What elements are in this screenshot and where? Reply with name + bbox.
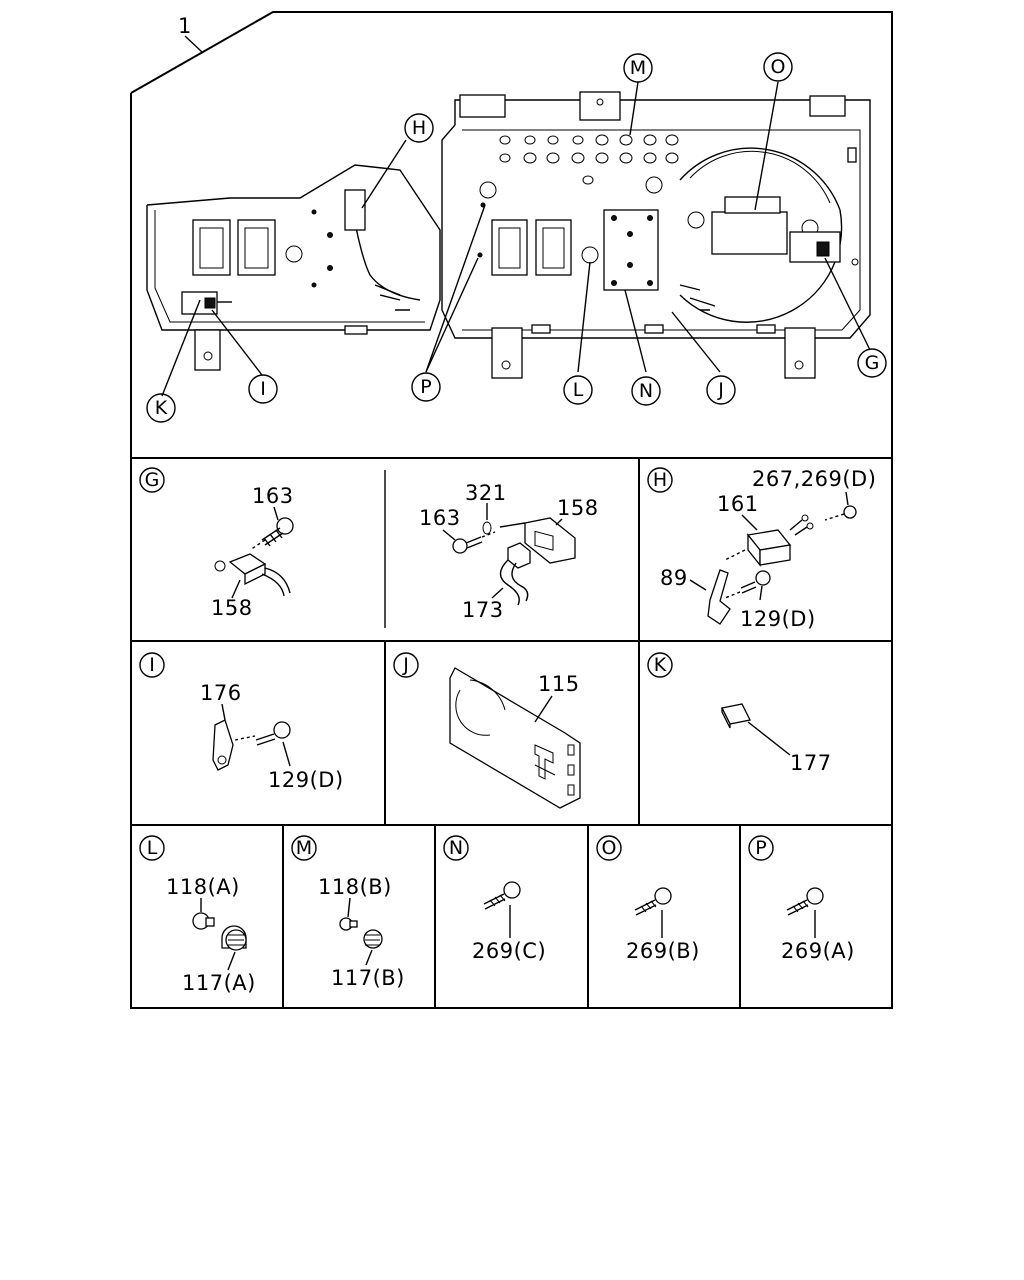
part-label: 177: [790, 751, 832, 775]
detail-panels-frame: [130, 457, 893, 1009]
svg-text:L: L: [573, 379, 584, 401]
main-assembly-frame: [130, 11, 893, 459]
part-label: 158: [557, 496, 599, 520]
part-label: 163: [252, 484, 294, 508]
main-callout-J: J: [706, 375, 736, 405]
main-callout-L: L: [563, 375, 593, 405]
svg-text:H: H: [412, 117, 426, 139]
right-meter-housing: [441, 91, 871, 379]
panel-H: H 267,269(D) 161 89 129(D): [647, 467, 876, 631]
svg-text:N: N: [639, 380, 653, 402]
panel-M-letter: M: [296, 837, 312, 859]
part-label: 269(C): [472, 939, 546, 963]
svg-text:O: O: [771, 56, 786, 78]
panel-K-letter: K: [654, 654, 667, 676]
panel-O-letter: O: [602, 837, 617, 859]
part-label: 89: [660, 566, 688, 590]
part-label: 117(A): [182, 971, 256, 995]
main-callout-M: M: [623, 53, 653, 83]
assembly-number-label: 1: [178, 14, 192, 38]
part-label: 117(B): [331, 966, 405, 990]
main-callout-G: G: [857, 348, 887, 378]
panel-H-letter: H: [653, 469, 667, 491]
part-label: 269(B): [626, 939, 700, 963]
part-label: 161: [717, 492, 759, 516]
main-callout-I: I: [248, 374, 278, 404]
part-label: 118(A): [166, 875, 240, 899]
main-callout-P: P: [411, 372, 441, 402]
panel-I-letter: I: [149, 654, 155, 676]
part-label: 163: [419, 506, 461, 530]
panel-P-letter: P: [755, 837, 766, 859]
panel-K: K 177: [647, 652, 832, 775]
part-label: 321: [465, 481, 507, 505]
svg-text:I: I: [260, 378, 266, 400]
part-label: 269(A): [781, 939, 855, 963]
part-label: 129(D): [740, 607, 816, 631]
svg-text:P: P: [420, 376, 431, 398]
svg-text:G: G: [865, 352, 880, 374]
svg-text:M: M: [630, 57, 646, 79]
svg-text:J: J: [717, 379, 724, 401]
part-label: 115: [538, 672, 580, 696]
panel-N: N 269(C): [443, 835, 546, 963]
bulb-socket-grid: [499, 134, 679, 185]
panel-P: P 269(A): [748, 835, 855, 963]
panel-J: J 115: [393, 652, 581, 809]
part-label: 267,269(D): [752, 467, 876, 491]
main-callout-O: O: [763, 52, 793, 82]
panel-G-letter: G: [145, 469, 160, 491]
main-callout-H: H: [404, 113, 434, 143]
part-label: 173: [462, 598, 504, 622]
panel-L: L 118(A) 117(A): [139, 835, 256, 995]
main-callout-N: N: [631, 376, 661, 406]
panel-G: G 163 158 321 163 158 173: [139, 467, 599, 622]
panel-L-letter: L: [147, 837, 158, 859]
left-meter-housing: [146, 164, 441, 371]
part-label: 129(D): [268, 768, 344, 792]
main-callout-K: K: [146, 393, 176, 423]
svg-text:K: K: [155, 397, 168, 419]
panel-O: O 269(B): [596, 835, 700, 963]
panel-M: M 118(B) 117(B): [291, 835, 405, 990]
panel-J-letter: J: [402, 654, 409, 676]
part-label: 118(B): [318, 875, 392, 899]
part-label: 176: [200, 681, 242, 705]
panel-I: I 176 129(D): [139, 652, 344, 792]
part-label: 158: [211, 596, 253, 620]
panel-N-letter: N: [449, 837, 463, 859]
